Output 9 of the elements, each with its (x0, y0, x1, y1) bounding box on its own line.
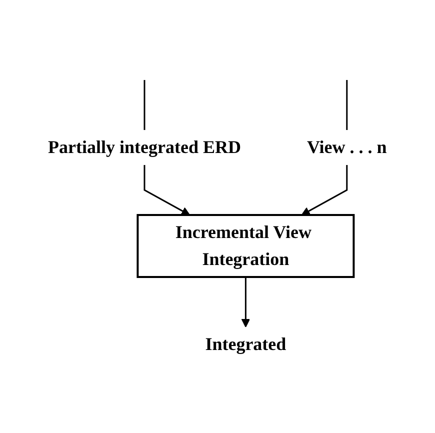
connector-line (144, 80, 146, 130)
process-box: Incremental View Integration (136, 214, 355, 278)
text-label: View . . . n (307, 136, 387, 156)
connector-line (301, 164, 348, 215)
connector-line (144, 164, 190, 215)
text-label: Partially integrated ERD (48, 136, 242, 156)
text-label: Integrated (205, 334, 286, 354)
connector-line (241, 276, 250, 327)
connector-line (346, 80, 348, 130)
